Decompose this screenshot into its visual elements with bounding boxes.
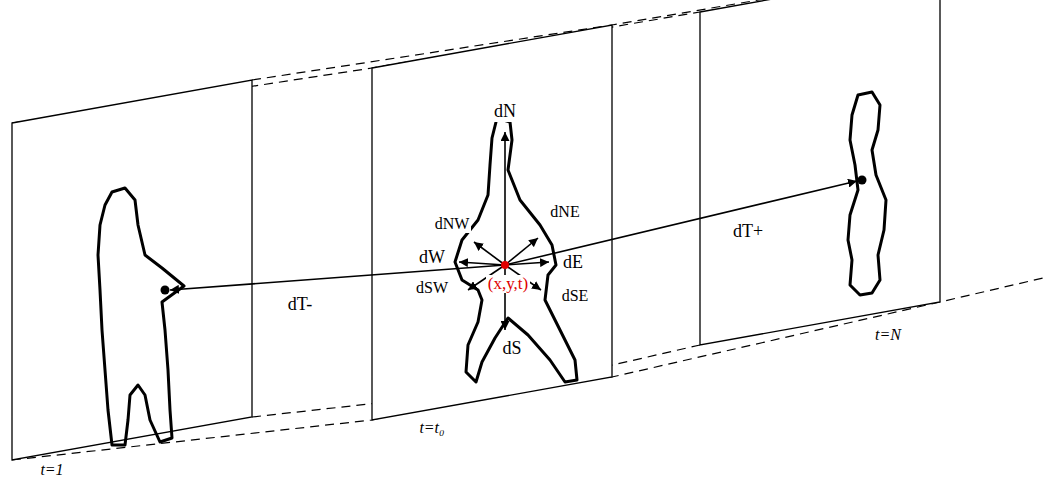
- distance-arrow: [474, 242, 505, 265]
- distance-label: dT+: [731, 222, 765, 242]
- distance-arrow: [459, 262, 505, 265]
- target-point: [161, 286, 170, 295]
- center-point: [501, 261, 509, 269]
- time-label: t=1: [38, 461, 65, 479]
- distance-label: dS: [500, 339, 523, 359]
- distance-label: dW: [417, 248, 447, 268]
- time-label: t=N: [873, 326, 903, 344]
- silhouette: [98, 188, 184, 445]
- point-coordinates: (x,y,t): [486, 275, 530, 294]
- distance-label: dNE: [548, 203, 581, 221]
- temporal-arrow: [505, 181, 857, 265]
- distance-label: dN: [492, 102, 518, 122]
- target-point: [858, 176, 867, 185]
- silhouettes: [98, 92, 886, 445]
- frame-plane: [372, 25, 612, 420]
- distance-arrows: [170, 132, 857, 330]
- silhouette: [455, 118, 577, 382]
- distance-arrow: [504, 132, 506, 265]
- distance-label: dNW: [433, 215, 472, 233]
- distance-label: dSW: [414, 279, 450, 297]
- video-frames: [12, 0, 940, 460]
- frame-plane: [12, 80, 252, 460]
- distance-label: dSE: [560, 287, 591, 305]
- silhouette: [848, 92, 886, 295]
- time-label: t=t₀: [417, 419, 446, 437]
- temporal-arrow: [170, 265, 505, 290]
- frame-plane: [700, 0, 940, 345]
- distance-label: dE: [561, 253, 585, 273]
- distance-label: dT-: [286, 295, 314, 315]
- dashed-perspective-lines: [12, 0, 1043, 460]
